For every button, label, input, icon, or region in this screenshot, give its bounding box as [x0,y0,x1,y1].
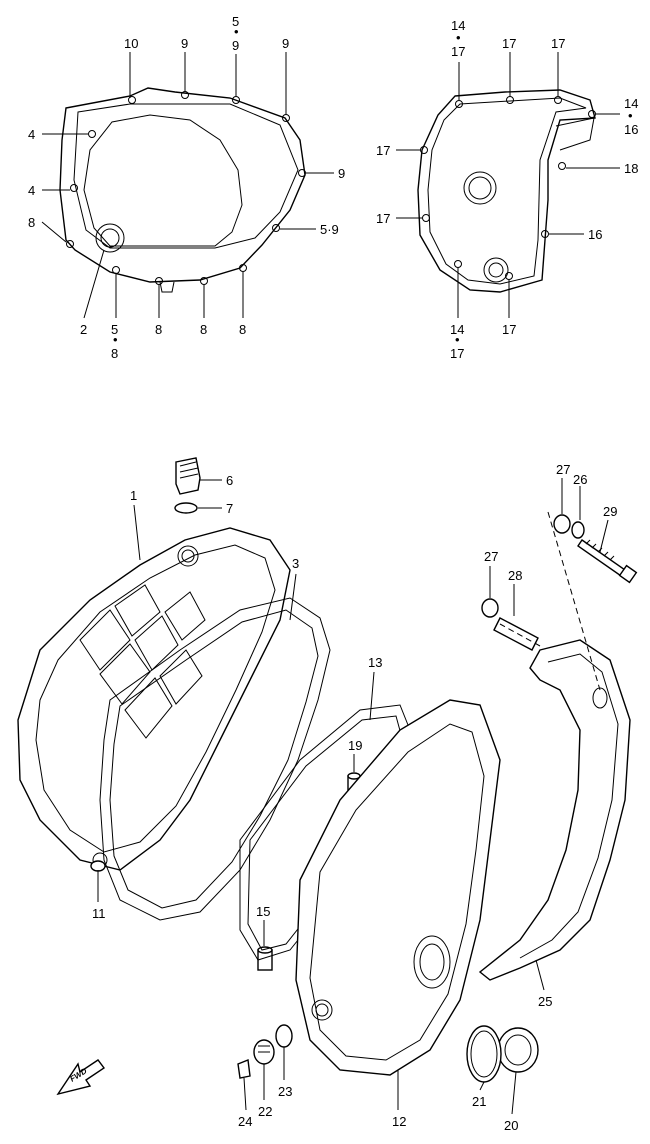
dash-lines [499,511,601,691]
svg-text:•: • [455,332,460,347]
callout: 8 [111,346,118,361]
callout: 19 [348,738,362,753]
callout: 25 [538,994,552,1009]
plug-20 [497,1027,539,1073]
callout: 13 [368,655,382,670]
o-ring-21 [466,1025,502,1083]
svg-text:•: • [234,24,239,39]
callout: 5·9 [320,222,339,237]
leaders-top-right [396,52,620,318]
callout: 16 [588,227,602,242]
callout: 28 [508,568,522,583]
plug-22 [253,1039,275,1065]
washer-23 [275,1024,293,1048]
callout-labels: 10 9 5 • 9 9 4 4 8 9 5·9 2 5 • 8 8 8 8 1… [28,14,638,1133]
callout: 4 [28,127,35,142]
callout: 14 [451,18,465,33]
callout: 18 [624,161,638,176]
leaders-bottom [97,478,609,1115]
dowel-pin-15 [257,946,273,971]
callout: 24 [238,1114,252,1129]
callout: 4 [28,183,35,198]
callout: 14 [624,96,638,111]
callout: 27 [484,549,498,564]
callout: 17 [502,322,516,337]
callout: 21 [472,1094,486,1109]
callout: 6 [226,473,233,488]
callout: 15 [256,904,270,919]
callout: 7 [226,501,233,516]
callout: 8 [28,215,35,230]
callout: 2 [80,322,87,337]
callout: 9 [338,166,345,181]
bolt-holes-left [66,91,306,285]
callout: 9 [232,38,239,53]
generator-cover [295,699,501,1076]
collar-28 [493,617,539,651]
callout: 17 [376,211,390,226]
leaders-top-left [41,52,334,319]
callout: 23 [278,1084,292,1099]
dowel-pin-11 [90,860,106,872]
clutch-cover-gasket [99,597,331,921]
callout: 5 [232,14,239,29]
nut-27a [553,514,571,534]
callout: 27 [556,462,570,477]
callout: 14 [450,322,464,337]
callout: 22 [258,1104,272,1119]
callout: 17 [451,44,465,59]
callout: 8 [155,322,162,337]
forward-arrow-icon: FWD [56,1059,106,1096]
callout: 12 [392,1114,406,1129]
bolt-29 [577,539,638,584]
callout: 17 [450,346,464,361]
callout: 10 [124,36,138,51]
oil-filler-plug [175,457,201,495]
callout: 8 [200,322,207,337]
svg-text:•: • [628,108,633,123]
callout: 11 [92,906,106,921]
callout: 1 [130,488,137,503]
svg-text:•: • [113,332,118,347]
callout: 17 [502,36,516,51]
callout: 5 [111,322,118,337]
callout: 20 [504,1118,518,1133]
plug-24 [237,1059,251,1079]
callout: 17 [551,36,565,51]
svg-text:•: • [456,30,461,45]
callout: 26 [573,472,587,487]
washer-26 [571,521,585,539]
clutch-cover-outline [59,87,306,293]
callout: 16 [624,122,638,137]
outer-cover-25 [478,639,631,981]
clutch-cover [17,527,291,871]
callout: 29 [603,504,617,519]
o-ring-7 [174,502,198,514]
generator-cover-outline [417,89,596,293]
clutch-ribs [79,584,206,739]
callout: 17 [376,143,390,158]
nut-27b [481,598,499,618]
callout: 8 [239,322,246,337]
callout: 9 [282,36,289,51]
callout: 9 [181,36,188,51]
callout: 3 [292,556,299,571]
bolt-holes-right [420,96,596,280]
